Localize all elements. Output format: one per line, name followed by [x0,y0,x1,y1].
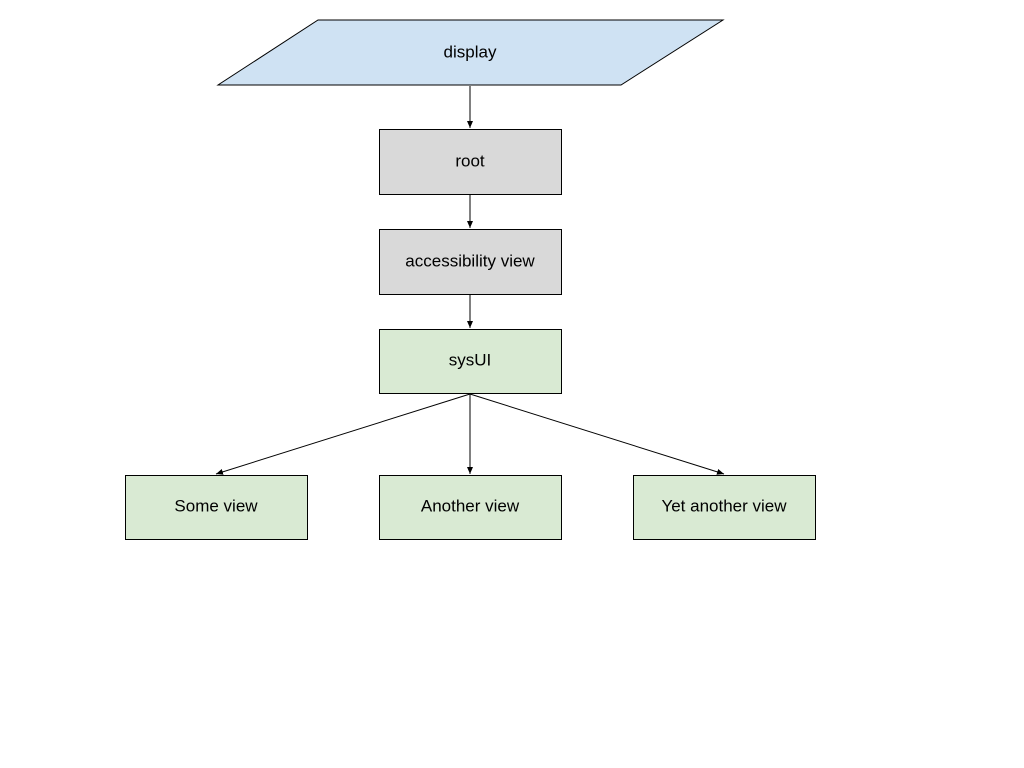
node-accessibility-view: accessibility view [379,229,562,295]
another-view-label: Another view [421,496,520,515]
edge-sysui-to-yet-another-view [469,393,725,475]
sysui-label: sysUI [449,350,492,369]
some-view-label: Some view [174,496,258,515]
edge-sysui-to-some-view [215,393,471,475]
accessibility-view-shape [379,229,562,295]
root-label: root [455,151,485,170]
node-root: root [379,129,562,195]
accessibility-view-label: accessibility view [405,251,535,270]
node-some-view: Some view [125,475,308,540]
node-yet-another-view: Yet another view [633,475,816,540]
yet-another-view-label: Yet another view [661,496,787,515]
root-shape [379,129,562,195]
some-view-shape [125,475,308,540]
display-label: display [444,42,497,61]
node-display: display [216,19,725,86]
sysui-shape [379,329,562,394]
another-view-shape [379,475,562,540]
node-another-view: Another view [379,475,562,540]
node-sysui: sysUI [379,329,562,394]
yet-another-view-shape [633,475,816,540]
display-shape [216,19,725,86]
